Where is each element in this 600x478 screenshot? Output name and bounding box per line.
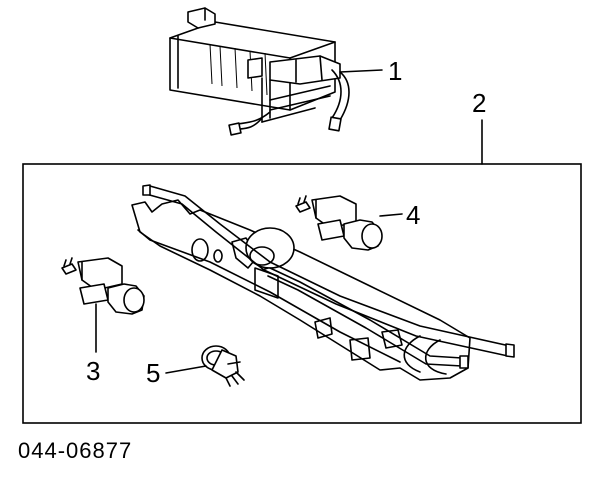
vacuum-switching-valve-4: [295, 195, 383, 251]
assembly-frame: [22, 163, 582, 424]
charcoal-canister: [169, 7, 350, 136]
callout-4: 4: [406, 200, 420, 230]
callout-2: 2: [472, 88, 486, 118]
diagram-code: 044-06877: [18, 438, 132, 463]
vacuum-switching-valve-3: [61, 257, 145, 315]
connector-5: [201, 345, 245, 387]
callout-3: 3: [86, 356, 100, 386]
callout-5: 5: [146, 358, 160, 388]
callout-1: 1: [388, 56, 402, 86]
bracket-assembly: [131, 184, 515, 381]
